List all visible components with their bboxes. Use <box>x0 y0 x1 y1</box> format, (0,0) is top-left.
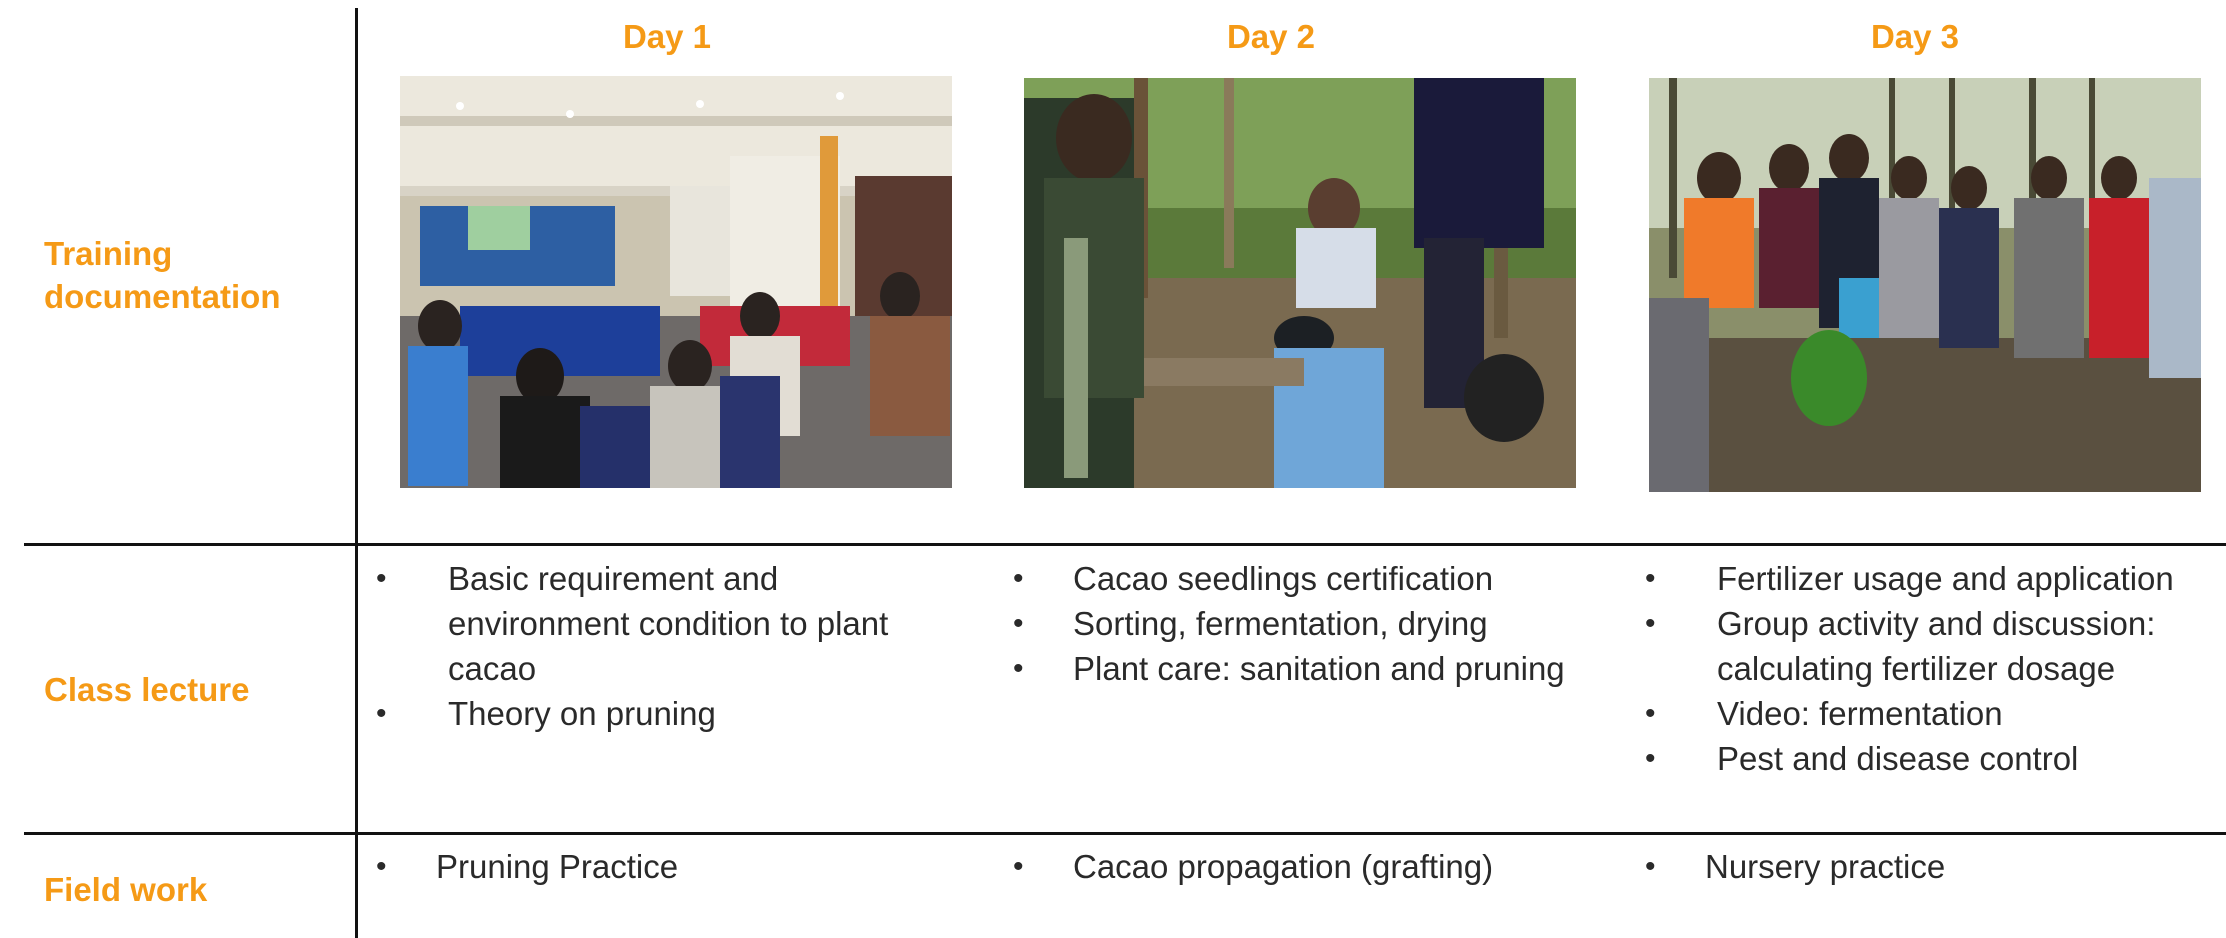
day-2-field-list: Cacao propagation (grafting) <box>1013 844 1623 889</box>
row-divider-2 <box>24 832 2226 835</box>
day-1-field-list: Pruning Practice <box>376 844 966 889</box>
day-2-header: Day 2 <box>1226 18 1316 55</box>
day-3-field-list: Nursery practice <box>1645 844 2226 889</box>
list-item: Theory on pruning <box>376 691 966 736</box>
list-item: Group activity and discussion: calculati… <box>1645 601 2226 691</box>
row-divider-1 <box>24 543 2226 546</box>
list-item: Basic requirement and environment condit… <box>376 556 966 691</box>
list-item: Nursery practice <box>1645 844 2226 889</box>
day-1-lecture-list: Basic requirement and environment condit… <box>376 556 966 736</box>
class-lecture-label: Class lecture <box>44 671 250 708</box>
list-item: Cacao propagation (grafting) <box>1013 844 1623 889</box>
list-item: Cacao seedlings certification <box>1013 556 1623 601</box>
day-3-nursery-photo <box>1649 78 2201 492</box>
day-3-header: Day 3 <box>1870 18 1960 55</box>
column-divider <box>355 8 358 938</box>
list-item: Sorting, fermentation, drying <box>1013 601 1623 646</box>
list-item: Fertilizer usage and application <box>1645 556 2226 601</box>
day-2-field-photo <box>1024 78 1576 488</box>
day-1-header: Day 1 <box>622 18 712 55</box>
training-documentation-label: Training documentation <box>44 235 281 315</box>
day-3-lecture-list: Fertilizer usage and application Group a… <box>1645 556 2226 781</box>
field-work-label: Field work <box>44 871 208 908</box>
list-item: Pruning Practice <box>376 844 966 889</box>
list-item: Video: fermentation <box>1645 691 2226 736</box>
list-item: Pest and disease control <box>1645 736 2226 781</box>
list-item: Plant care: sanitation and pruning <box>1013 646 1623 691</box>
day-1-classroom-photo <box>400 76 952 488</box>
day-2-lecture-list: Cacao seedlings certification Sorting, f… <box>1013 556 1623 691</box>
